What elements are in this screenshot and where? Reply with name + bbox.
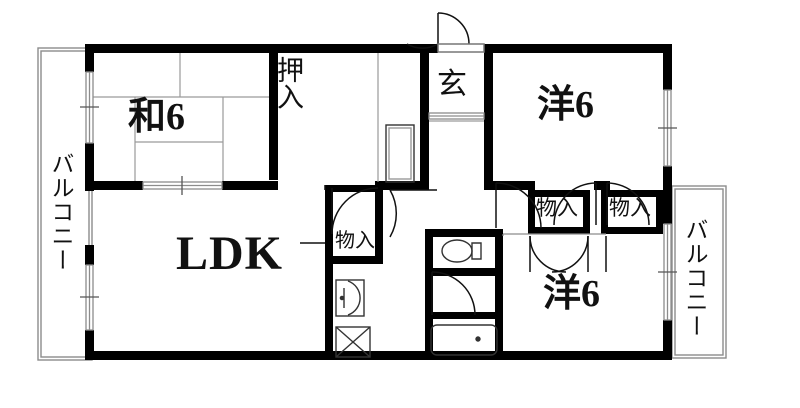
closet-label-mono-ldk: 物入 bbox=[335, 230, 375, 252]
bathtub-fixture bbox=[430, 324, 498, 356]
room-label-youshitsu-bottom: 洋6 bbox=[543, 273, 601, 315]
room-label-washitsu: 和6 bbox=[128, 96, 186, 138]
room-label-youshitsu-top: 洋6 bbox=[537, 84, 595, 126]
door-swings bbox=[300, 12, 650, 316]
shoe-cabinet bbox=[385, 124, 415, 183]
balcony-label-left: バルコニー bbox=[48, 152, 73, 272]
closet-label-oshiire: 押入 bbox=[273, 56, 303, 110]
fixtures bbox=[335, 53, 498, 358]
balcony-label-right: バルコニー bbox=[682, 218, 707, 338]
washing-machine-slot bbox=[335, 326, 371, 358]
room-label-ldk: LDK bbox=[176, 227, 284, 280]
toilet-fixture bbox=[441, 239, 482, 263]
closet-label-mono-a: 物入 bbox=[536, 196, 578, 220]
sliding-doors bbox=[80, 71, 677, 331]
tatami-lines bbox=[92, 48, 272, 185]
walls bbox=[85, 44, 672, 360]
sink-fixture bbox=[335, 279, 365, 317]
room-label-genkan: 玄 bbox=[437, 68, 467, 101]
closet-label-mono-b: 物入 bbox=[609, 196, 651, 220]
